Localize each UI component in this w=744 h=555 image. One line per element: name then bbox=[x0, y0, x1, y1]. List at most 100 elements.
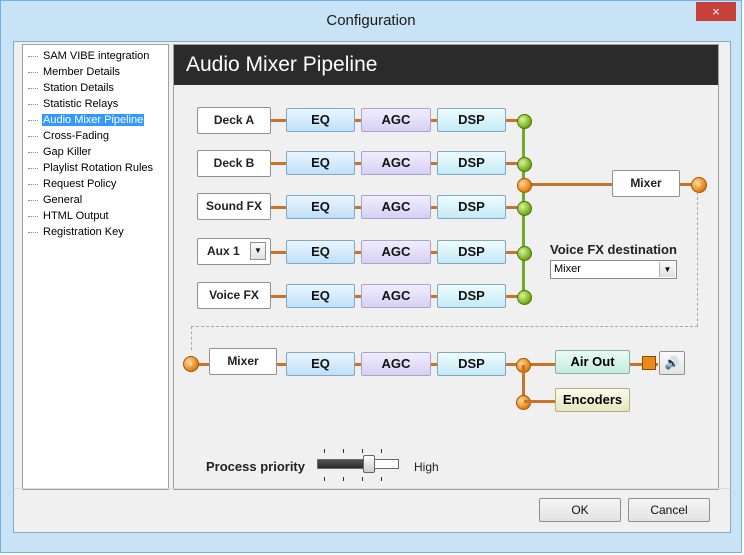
nav-item-cross-fading[interactable]: Cross-Fading bbox=[28, 129, 110, 144]
aux-1-eq-block[interactable]: EQ bbox=[286, 240, 355, 264]
process-priority-slider[interactable] bbox=[317, 449, 401, 481]
source-aux-1[interactable]: Aux 1 ▼ bbox=[197, 238, 271, 265]
ok-button[interactable]: OK bbox=[539, 498, 621, 522]
sound-fx-agc-block[interactable]: AGC bbox=[361, 195, 431, 219]
tree-connector bbox=[28, 167, 38, 169]
encoders-block[interactable]: Encoders bbox=[555, 388, 630, 412]
nav-item-member-details[interactable]: Member Details bbox=[28, 65, 121, 80]
tree-connector bbox=[28, 119, 38, 121]
deck-a-agc-block[interactable]: AGC bbox=[361, 108, 431, 132]
slider-tick bbox=[381, 449, 382, 453]
aux-1-agc-block[interactable]: AGC bbox=[361, 240, 431, 264]
tree-connector bbox=[28, 199, 38, 201]
slider-tick bbox=[362, 449, 363, 453]
slider-thumb[interactable] bbox=[363, 455, 376, 473]
nav-item-label: Statistic Relays bbox=[43, 98, 119, 110]
page-title: Audio Mixer Pipeline bbox=[186, 53, 378, 76]
nav-item-label: Gap Killer bbox=[43, 146, 92, 158]
nav-item-audio-mixer-pipeline[interactable]: Audio Mixer Pipeline bbox=[28, 113, 145, 128]
tree-connector bbox=[28, 151, 38, 153]
nav-item-label: Cross-Fading bbox=[43, 130, 110, 142]
bus-node bbox=[517, 246, 532, 261]
nav-item-station-details[interactable]: Station Details bbox=[28, 81, 115, 96]
tree-connector bbox=[28, 231, 38, 233]
source-voice-fx[interactable]: Voice FX bbox=[197, 282, 271, 309]
bus-node bbox=[517, 114, 532, 129]
slider-fill bbox=[318, 460, 367, 468]
tree-connector bbox=[28, 87, 38, 89]
pipe bbox=[524, 400, 556, 403]
tree-connector bbox=[28, 103, 38, 105]
nav-item-label: Registration Key bbox=[43, 226, 124, 238]
slider-track bbox=[317, 459, 399, 469]
nav-item-label: Member Details bbox=[43, 66, 121, 78]
nav-item-general[interactable]: General bbox=[28, 193, 83, 208]
sound-fx-dsp-block[interactable]: DSP bbox=[437, 195, 506, 219]
cancel-button[interactable]: Cancel bbox=[628, 498, 710, 522]
nav-item-statistic-relays[interactable]: Statistic Relays bbox=[28, 97, 119, 112]
deck-a-eq-block[interactable]: EQ bbox=[286, 108, 355, 132]
output-eq-block[interactable]: EQ bbox=[286, 352, 355, 376]
dashed-connector bbox=[191, 326, 192, 350]
close-button[interactable]: × bbox=[696, 2, 736, 21]
air-out-block[interactable]: Air Out bbox=[555, 350, 630, 374]
slider-tick bbox=[324, 449, 325, 453]
tree-connector bbox=[28, 215, 38, 217]
slider-tick bbox=[324, 477, 325, 481]
chevron-down-icon: ▼ bbox=[659, 262, 675, 277]
bus-junction-node bbox=[517, 178, 532, 193]
tree-connector bbox=[28, 71, 38, 73]
nav-item-label: HTML Output bbox=[43, 210, 109, 222]
bus-node bbox=[517, 157, 532, 172]
source-aux-1-label: Aux 1 bbox=[207, 244, 240, 258]
slider-tick bbox=[381, 477, 382, 481]
voice-fx-agc-block[interactable]: AGC bbox=[361, 284, 431, 308]
title-bar: Configuration × bbox=[1, 1, 741, 41]
source-deck-b[interactable]: Deck B bbox=[197, 150, 271, 177]
deck-a-dsp-block[interactable]: DSP bbox=[437, 108, 506, 132]
dashed-connector bbox=[697, 192, 698, 326]
output-mixer-block[interactable]: Mixer bbox=[209, 348, 277, 375]
dialog-footer: OK Cancel bbox=[14, 488, 730, 532]
tree-connector bbox=[28, 135, 38, 137]
nav-item-html-output[interactable]: HTML Output bbox=[28, 209, 110, 224]
speaker-icon[interactable]: 🔊 bbox=[659, 351, 685, 375]
slider-tick bbox=[343, 449, 344, 453]
nav-item-label: SAM VIBE integration bbox=[43, 50, 150, 62]
voice-fx-destination-label: Voice FX destination bbox=[550, 242, 677, 257]
nav-item-gap-killer[interactable]: Gap Killer bbox=[28, 145, 92, 160]
nav-item-label: General bbox=[43, 194, 83, 206]
aux-source-dropdown[interactable]: ▼ bbox=[250, 242, 266, 260]
nav-item-label: Station Details bbox=[43, 82, 114, 94]
pipe bbox=[680, 183, 694, 186]
pipe bbox=[522, 365, 525, 401]
mixer-output-arrow-icon: › bbox=[691, 177, 707, 193]
deck-b-agc-block[interactable]: AGC bbox=[361, 151, 431, 175]
voice-fx-destination-select[interactable]: Mixer ▼ bbox=[550, 260, 677, 279]
voice-fx-dsp-block[interactable]: DSP bbox=[437, 284, 506, 308]
sound-fx-eq-block[interactable]: EQ bbox=[286, 195, 355, 219]
dashed-connector bbox=[191, 326, 698, 327]
output-dsp-block[interactable]: DSP bbox=[437, 352, 506, 376]
process-priority-value: High bbox=[414, 460, 439, 474]
source-sound-fx[interactable]: Sound FX bbox=[197, 193, 271, 220]
output-input-arrow-icon: › bbox=[183, 356, 199, 372]
output-agc-block[interactable]: AGC bbox=[361, 352, 431, 376]
deck-b-eq-block[interactable]: EQ bbox=[286, 151, 355, 175]
nav-item-playlist-rotation-rules[interactable]: Playlist Rotation Rules bbox=[28, 161, 154, 176]
nav-item-sam-vibe-integration[interactable]: SAM VIBE integration bbox=[28, 49, 150, 64]
aux-1-dsp-block[interactable]: DSP bbox=[437, 240, 506, 264]
voice-fx-destination-value: Mixer bbox=[554, 263, 581, 275]
deck-b-dsp-block[interactable]: DSP bbox=[437, 151, 506, 175]
voice-fx-eq-block[interactable]: EQ bbox=[286, 284, 355, 308]
panel-header: Audio Mixer Pipeline bbox=[174, 45, 718, 85]
window-title: Configuration bbox=[326, 12, 416, 29]
mixer-block[interactable]: Mixer bbox=[612, 170, 680, 197]
nav-item-label: Audio Mixer Pipeline bbox=[42, 114, 145, 126]
source-deck-a[interactable]: Deck A bbox=[197, 107, 271, 134]
nav-item-registration-key[interactable]: Registration Key bbox=[28, 225, 125, 240]
nav-item-request-policy[interactable]: Request Policy bbox=[28, 177, 117, 192]
